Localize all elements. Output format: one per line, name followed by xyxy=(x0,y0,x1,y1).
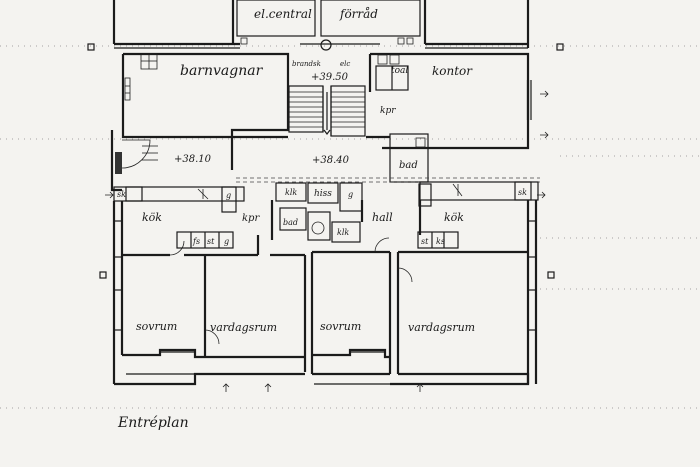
staircase xyxy=(288,85,366,137)
label-sk-right: sk xyxy=(518,188,527,197)
label-st-right: st xyxy=(421,237,429,246)
label-ks: ks xyxy=(436,237,445,246)
label-sovrum-right: sovrum xyxy=(320,320,361,333)
label-ecentral: el.central xyxy=(254,7,312,21)
drawing-title: Entréplan xyxy=(117,415,189,431)
label-kontor: kontor xyxy=(432,64,473,78)
apartment-west xyxy=(112,201,307,386)
label-fs: fs xyxy=(192,237,200,246)
core-middle xyxy=(270,200,364,243)
arrows xyxy=(105,90,549,392)
corridor xyxy=(230,135,540,183)
label-g-left: g xyxy=(226,191,231,200)
label-level-mid: +38.40 xyxy=(312,155,350,166)
room-barnvagnar xyxy=(121,52,290,139)
label-hiss: hiss xyxy=(314,189,332,199)
label-level-top: +39.50 xyxy=(311,72,349,83)
label-kpr-left: kpr xyxy=(242,213,260,224)
label-sovrum-left: sovrum xyxy=(136,320,177,333)
label-bad-top: bad xyxy=(399,160,418,171)
label-kok-right: kök xyxy=(444,211,464,224)
top-wing xyxy=(112,0,530,51)
counter-strip xyxy=(113,181,539,213)
entrance-west xyxy=(110,130,158,192)
label-barnvagnar: barnvagnar xyxy=(180,63,264,79)
label-elc: elc xyxy=(340,60,350,68)
label-brandcentral: brandsk xyxy=(292,60,321,68)
label-level-left: +38.10 xyxy=(174,154,212,165)
label-g-mid: g xyxy=(348,190,353,199)
label-kpr-top: kpr xyxy=(380,106,396,116)
room-kontor xyxy=(368,52,532,183)
label-klk-top: klk xyxy=(285,188,297,197)
grid-markers xyxy=(87,43,564,279)
label-toal: toal xyxy=(391,66,408,76)
apartment-east xyxy=(310,200,538,386)
label-vardagsrum-left: vardagsrum xyxy=(210,321,277,334)
label-sk-left: sk xyxy=(117,190,126,199)
room-labels: el.central förråd barnvagnar kontor bran… xyxy=(117,6,527,431)
label-bad-mid: bad xyxy=(283,218,298,227)
label-kok-left: kök xyxy=(142,211,162,224)
label-hall: hall xyxy=(372,211,393,224)
label-g-left2: g xyxy=(224,237,229,246)
label-st-left: st xyxy=(207,237,215,246)
label-klk-mid: klk xyxy=(337,228,349,237)
label-forrad: förråd xyxy=(339,6,378,21)
label-vardagsrum-right: vardagsrum xyxy=(408,321,475,334)
